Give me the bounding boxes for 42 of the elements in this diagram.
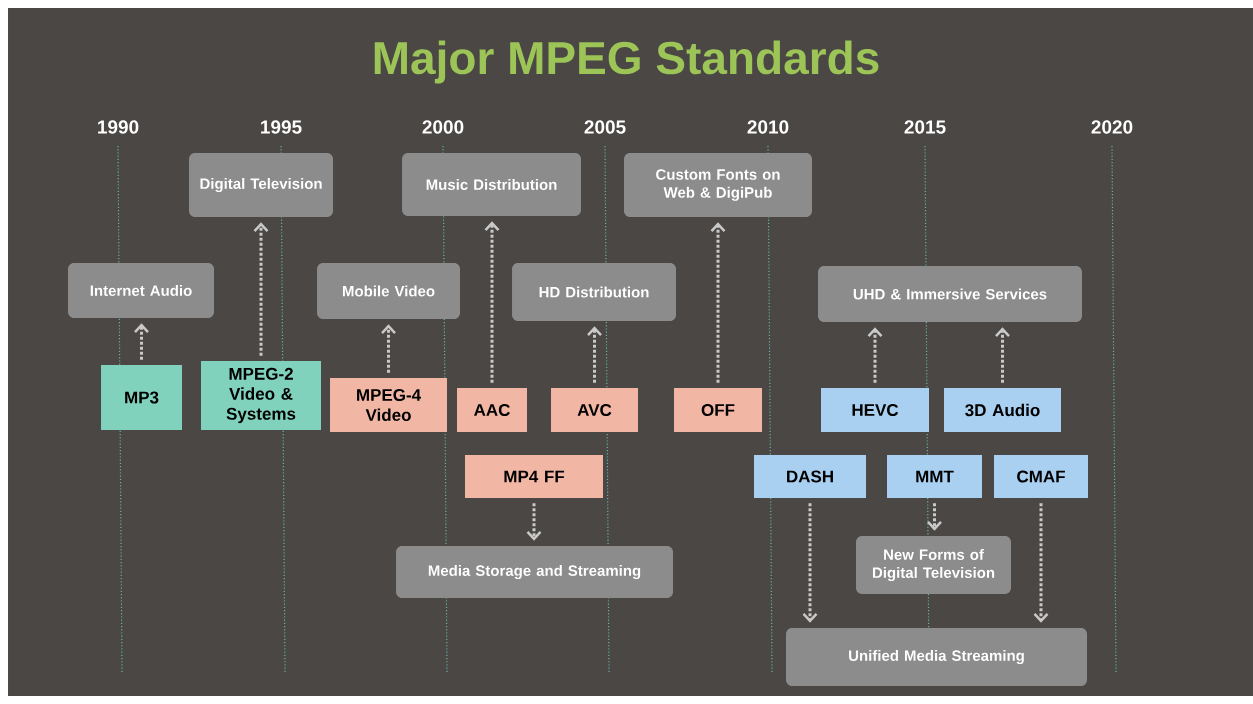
standard-box: CMAF: [994, 455, 1088, 498]
event-box: Mobile Video: [317, 263, 460, 319]
arrow: [710, 222, 726, 383]
arrow: [134, 323, 149, 360]
event-box: UHD & Immersive Services: [818, 266, 1082, 322]
event-box: Music Distribution: [402, 153, 581, 216]
event-box: New Forms of Digital Television: [856, 536, 1011, 594]
event-box: Unified Media Streaming: [786, 628, 1087, 686]
standard-box: AAC: [457, 388, 527, 432]
standard-box: MP4 FF: [465, 455, 603, 498]
standard-box: DASH: [754, 455, 866, 498]
arrow: [995, 327, 1010, 383]
arrow: [587, 326, 602, 383]
arrow: [381, 324, 396, 373]
year-label: 2000: [422, 120, 464, 134]
title: Major MPEG Standards: [374, 40, 879, 84]
arrow: [484, 221, 500, 383]
standard-box: MPEG-2 Video & Systems: [201, 361, 321, 430]
arrow: [253, 222, 269, 356]
arrow: [927, 503, 942, 531]
arrow: [867, 327, 883, 383]
standard-box: OFF: [674, 388, 762, 432]
standard-box: MP3: [101, 365, 182, 430]
year-label: 2020: [1091, 120, 1133, 134]
event-box: Digital Television: [189, 153, 333, 217]
standard-box: MPEG-4 Video: [330, 378, 447, 432]
standard-box: 3D Audio: [944, 388, 1061, 432]
standard-box: HEVC: [821, 388, 929, 432]
arrow: [802, 503, 818, 623]
year-label: 2015: [904, 120, 946, 134]
event-box: Custom Fonts on Web & DigiPub: [624, 153, 812, 217]
event-box: Media Storage and Streaming: [396, 546, 673, 598]
year-label: 2005: [584, 120, 626, 134]
event-box: Internet Audio: [68, 263, 214, 318]
year-label: 1995: [261, 120, 302, 134]
event-box: HD Distribution: [512, 263, 676, 321]
year-label: 1990: [98, 120, 139, 134]
standard-box: MMT: [887, 455, 982, 498]
standard-box: AVC: [551, 388, 638, 432]
arrow: [1033, 503, 1049, 623]
year-label: 2010: [747, 120, 789, 134]
arrow: [526, 503, 542, 541]
